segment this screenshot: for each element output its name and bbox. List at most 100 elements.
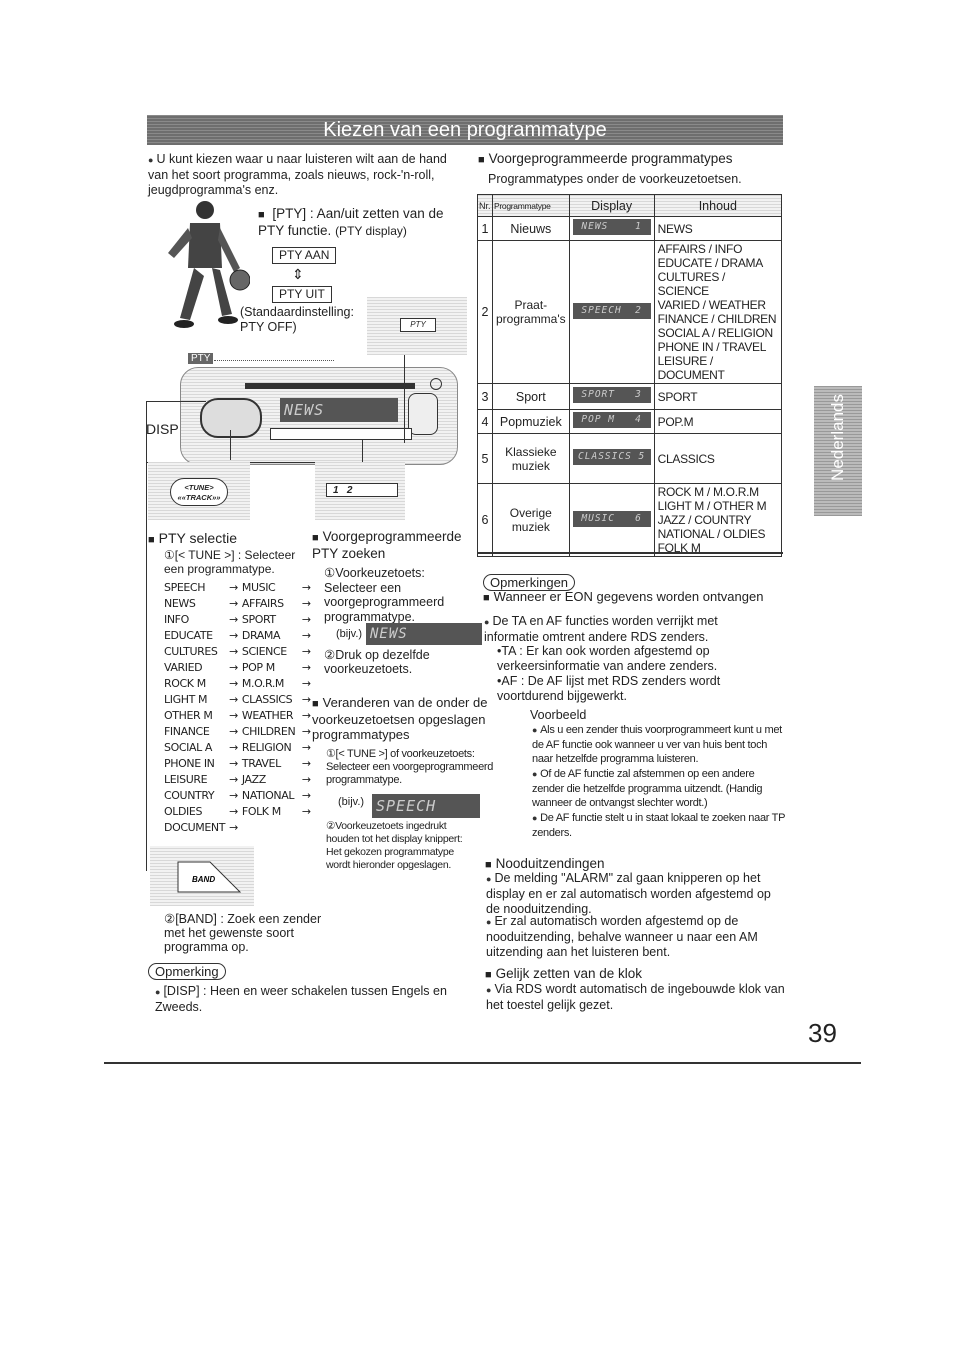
pty-heading-sub: (PTY display) (335, 224, 407, 238)
pty-list-right: DRAMA (241, 629, 281, 642)
arrow-icon: → (301, 661, 311, 674)
eon-heading: Wanneer er EON gegevens worden ontvangen (483, 589, 764, 604)
arrow-icon: → (229, 757, 238, 770)
preset-type: Popmuziek (492, 409, 570, 434)
arrow-icon: → (229, 741, 238, 754)
toggle-arrow-icon: ⇕ (292, 266, 304, 282)
preset-inhoud: AFFAIRS / INFO EDUCATE / DRAMA CULTURES … (653, 240, 783, 384)
preset-buttons-row[interactable] (270, 428, 412, 440)
pty-list-row: DOCUMENT→ (164, 820, 315, 836)
arrow-icon: → (229, 709, 238, 722)
arrow-icon: → (229, 629, 238, 642)
selectie-step2: ②[BAND] : Zoek een zender met het gewens… (164, 912, 322, 954)
disp-knob[interactable] (200, 398, 262, 438)
power-icon[interactable] (430, 378, 442, 390)
pty-list-row: COUNTRY→NATIONAL→ (164, 788, 315, 804)
preset-display: NEWS 1 (568, 216, 655, 241)
preset-display: SPORT 3 (568, 383, 655, 410)
preset-type: Sport (492, 383, 570, 410)
tune-line (230, 430, 231, 460)
header-type: Programmatype (492, 194, 570, 217)
pty-list-right: SCIENCE (241, 645, 287, 658)
preset-display: CLASSICS 5 (568, 433, 655, 484)
preset-display-lcd: CLASSICS 5 (572, 449, 651, 465)
pty-list-left: LEISURE (164, 773, 208, 786)
pty-list-left: FINANCE (164, 725, 210, 738)
pty-list-right: M.O.R.M (241, 677, 285, 690)
preset-type: Praat- programma's (492, 240, 570, 384)
header-display: Display (568, 194, 655, 217)
pty-small-button[interactable]: PTY (400, 318, 436, 332)
pty-list-row: VARIED→POP M→ (164, 660, 315, 676)
arrow-icon: → (301, 597, 311, 610)
ta-text: •TA : Er kan ook worden afgestemd op ver… (497, 644, 718, 673)
arrow-icon: → (301, 613, 311, 626)
arrow-icon (302, 820, 315, 836)
arrow-icon: → (301, 645, 311, 658)
example-2-text: Of de AF functie zal afstemmen op een an… (532, 768, 762, 809)
arrow-icon: → (229, 613, 238, 626)
arrow-icon: → (301, 773, 311, 786)
example-1-text: Als u een zender thuis voorprogrammeert … (532, 724, 782, 765)
preset-display-lcd: POP M 4 (572, 412, 651, 428)
pty-list-right: NATIONAL (241, 789, 295, 802)
nood-text-2: Er zal automatisch worden afgestemd op d… (486, 914, 786, 960)
preset-display: POP M 4 (568, 409, 655, 434)
preset-nr: 6 (477, 483, 493, 557)
selectie-step1: ①[< TUNE >] : Selecteer een programmatyp… (164, 548, 296, 576)
pty-list-row: PHONE IN→TRAVEL→ (164, 756, 315, 772)
page-banner: Kiezen van een programmatype (147, 115, 783, 145)
pty-list-row: SOCIAL A→RELIGION→ (164, 740, 315, 756)
arrow-icon: → (301, 677, 311, 690)
pty-default-text: (Standaardinstelling: PTY OFF) (240, 305, 354, 334)
pty-on-display: PTY AAN (272, 247, 337, 264)
pty-list-right: TRAVEL (241, 757, 281, 770)
basketball-player-illustration (168, 201, 250, 328)
preset-line (362, 440, 363, 462)
arrow-icon: → (229, 773, 238, 786)
pty-list-right: CLASSICS (241, 693, 293, 706)
arrow-icon: → (301, 709, 311, 722)
arrow-icon: → (229, 597, 238, 610)
pty-list-left: INFO (164, 613, 189, 626)
preset-nr: 4 (477, 409, 493, 434)
arrow-icon: → (229, 789, 238, 802)
language-side-tab: Nederlands (814, 386, 862, 516)
pty-list-left: PHONE IN (164, 757, 215, 770)
pty-list-right: AFFAIRS (241, 597, 284, 610)
af-text: •AF : De AF lijst met RDS zenders wordt … (497, 674, 721, 703)
pty-list-row: LIGHT M→CLASSICS→ (164, 692, 315, 708)
pty-selectie-heading: PTY selectie (148, 530, 237, 546)
preset-buttons[interactable]: 1 2 (326, 483, 398, 497)
pty-list-row: FINANCE→CHILDREN→ (164, 724, 315, 740)
preset-inhoud: ROCK M / M.O.R.M LIGHT M / OTHER M JAZZ … (653, 483, 783, 557)
pty-list-row: NEWS→AFFAIRS→ (164, 596, 315, 612)
preset-display-lcd: NEWS 1 (572, 219, 651, 235)
pty-list-left: OTHER M (164, 709, 213, 722)
arrow-icon: → (301, 789, 311, 802)
example-3-text: De AF functie stelt u in staat lokaal te… (532, 812, 785, 839)
arrow-icon: → (229, 805, 238, 818)
veranderen-lcd: SPEECH (372, 794, 480, 818)
header-inhoud: Inhoud (653, 194, 783, 217)
footer-rule (104, 1062, 861, 1064)
voorgeprog-sub: Programmatypes onder de voorkeuzetoetsen… (488, 172, 742, 186)
band-label: BAND (192, 875, 215, 884)
pty-off-display: PTY UIT (272, 286, 332, 303)
band-button-icon[interactable]: BAND (170, 852, 250, 902)
nood-text-1: De melding "ALARM" zal gaan knipperen op… (486, 871, 786, 917)
pty-list-left: EDUCATE (164, 629, 213, 642)
arrow-icon: → (229, 645, 238, 658)
zoeken-heading: Voorgeprogrammeerde PTY zoeken (312, 529, 477, 561)
pty-list-left: CULTURES (164, 645, 218, 658)
pty-list-row: OLDIES→FOLK M→ (164, 804, 315, 820)
voorgeprog-heading: Voorgeprogrammeerde programmatypes (478, 151, 733, 166)
eject-button[interactable] (408, 393, 438, 435)
table-bottom-rule (477, 552, 783, 554)
pty-list-right: WEATHER (241, 709, 294, 722)
tune-knob[interactable]: <TUNE> ««TRACK»» (170, 478, 228, 506)
